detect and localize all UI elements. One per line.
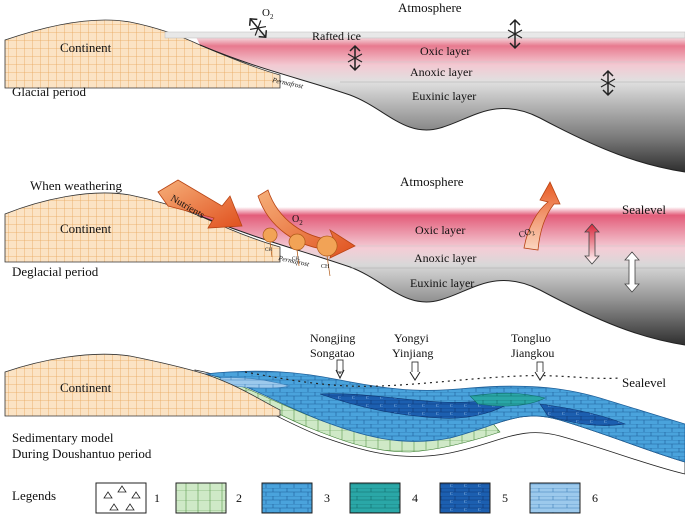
legend-item-5: 5 [439, 482, 508, 514]
light-facies-lens [219, 377, 291, 389]
legend-item-3: 3 [261, 482, 330, 514]
model-title-line1: Sedimentary model [12, 430, 114, 445]
site-arrow-icon [335, 359, 345, 380]
methane-bubble-icon: CH [316, 235, 338, 277]
o2-deglacial-label: O2 [292, 214, 303, 227]
exchange-arrow-icon [624, 251, 640, 293]
site-label-1b: Songatao [310, 346, 355, 360]
co2-arrow-icon: CO2 [517, 181, 561, 251]
legend-swatch [261, 482, 313, 514]
legend-number: 1 [154, 491, 160, 505]
site-arrow-icon [534, 361, 546, 381]
svg-text:CH: CH [292, 257, 299, 262]
deglacial-period-label: Deglacial period [12, 264, 99, 279]
blocked-arrow-icon [507, 18, 523, 50]
deglacial-euxinic-label: Euxinic layer [410, 276, 474, 290]
legend-number: 2 [236, 491, 242, 505]
glacial-period-label: Glacial period [12, 84, 86, 99]
legend-swatch [529, 482, 581, 514]
glacial-seafloor-line [199, 44, 685, 173]
doushantuo-sealevel-label: Sealevel [622, 375, 666, 390]
glacial-oxic-label: Oxic layer [420, 44, 470, 58]
glacial-continent-label: Continent [60, 40, 112, 55]
legend-number: 6 [592, 491, 598, 505]
legend-swatch [175, 482, 227, 514]
legend-number: 5 [502, 491, 508, 505]
doushantuo-continent-label: Continent [60, 380, 112, 395]
glacial-water-body [195, 35, 685, 172]
legend-number: 3 [324, 491, 330, 505]
site-arrow-icon [409, 361, 421, 381]
legend-title: Legends [12, 488, 56, 503]
exchange-arrow-icon [584, 223, 600, 265]
blocked-arrow-icon [600, 69, 616, 97]
glacial-euxinic-label: Euxinic layer [412, 89, 476, 103]
svg-text:CH: CH [265, 248, 272, 253]
legend-item-2: 2 [175, 482, 242, 514]
model-title-line2: During Doushantuo period [12, 446, 152, 461]
site-label-3a: Tongluo [511, 331, 551, 345]
site-label-2b: Yinjiang [392, 346, 433, 360]
deglacial-oxic-label: Oxic layer [415, 223, 465, 237]
deglacial-seafloor-line [199, 215, 685, 346]
methane-bubble-icon: CH [262, 227, 278, 258]
deglacial-continent-label: Continent [60, 221, 112, 236]
legend-number: 4 [412, 491, 418, 505]
teal-facies-lens [469, 392, 546, 407]
glacial-anoxic-label: Anoxic layer [410, 65, 472, 79]
svg-text:CH: CH [321, 264, 330, 270]
deglacial-atmosphere-label: Atmosphere [400, 174, 464, 189]
legend: Legends 1 2 3 4 5 6 [12, 482, 598, 514]
blocked-arrow-icon [248, 17, 268, 39]
site-label-1a: Nongjing [310, 331, 355, 345]
rafted-ice [164, 31, 685, 39]
doushantuo-continent [4, 353, 281, 417]
glacial-panel: Continent Glacial period Atmosphere O2 R… [4, 0, 685, 173]
dark-shale-lens [539, 403, 627, 426]
legend-swatch [349, 482, 401, 514]
site-label-2a: Yongyi [394, 331, 429, 345]
co2-label: CO2 [517, 225, 536, 242]
sedimentary-panel: Nongjing Songatao Yongyi Yinjiang Tonglu… [4, 331, 685, 475]
legend-item-1: 1 [95, 482, 160, 514]
legend-item-4: 4 [349, 482, 418, 514]
rafted-ice-label: Rafted ice [312, 29, 361, 43]
methane-bubble-icon: CH [288, 233, 306, 267]
deglacial-sealevel-label: Sealevel [622, 202, 666, 217]
blocked-arrow-icon [347, 44, 363, 72]
deglacial-panel: When weathering Continent Deglacial peri… [4, 174, 685, 346]
legend-swatch [439, 482, 491, 514]
weathering-label: When weathering [30, 178, 123, 193]
glacial-atmosphere-label: Atmosphere [398, 0, 462, 15]
site-label-3b: Jiangkou [511, 346, 554, 360]
deglacial-anoxic-label: Anoxic layer [414, 251, 476, 265]
glacial-o2-label: O2 [262, 7, 274, 21]
legend-item-6: 6 [529, 482, 598, 514]
